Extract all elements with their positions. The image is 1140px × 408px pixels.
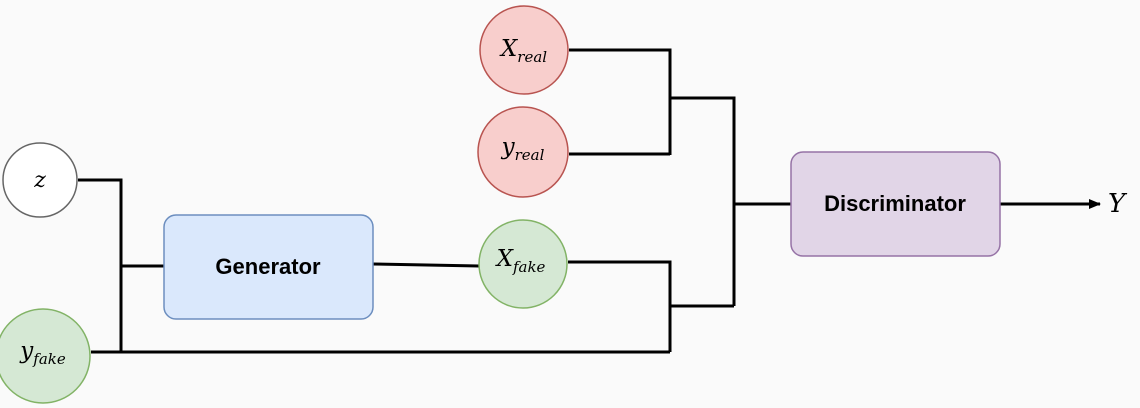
discriminator-block: Discriminator	[790, 151, 1001, 257]
z-label: z	[33, 168, 46, 193]
discriminator-label: Discriminator	[824, 191, 966, 216]
x-fake-circle	[478, 219, 568, 309]
discriminator-box	[790, 151, 1001, 257]
generator-box	[163, 214, 374, 320]
y-real-circle	[477, 106, 569, 198]
x-fake-label: Xfake	[495, 246, 546, 276]
y-real-node: yreal	[477, 106, 569, 198]
y-fake-node: yfake	[0, 308, 91, 404]
x-real-node: Xreal	[479, 5, 569, 95]
y-fake-label: yfake	[19, 338, 66, 368]
connector-z	[78, 178, 123, 352]
generator-label: Generator	[215, 254, 321, 279]
connector-generator-out	[372, 262, 480, 268]
connector-x-real	[569, 48, 672, 155]
connector-x-fake	[568, 260, 672, 352]
y-real-label: yreal	[501, 134, 545, 164]
generator-block: Generator	[163, 214, 374, 320]
x-real-label: Xreal	[499, 36, 547, 66]
z-circle	[2, 142, 78, 218]
connectors	[78, 48, 1101, 354]
x-fake-node: Xfake	[478, 219, 568, 309]
y-fake-circle	[0, 308, 91, 404]
x-real-circle	[479, 5, 569, 95]
connector-real-merge	[670, 96, 736, 306]
z-node: z	[2, 142, 78, 218]
output-label: Y	[1108, 189, 1128, 219]
